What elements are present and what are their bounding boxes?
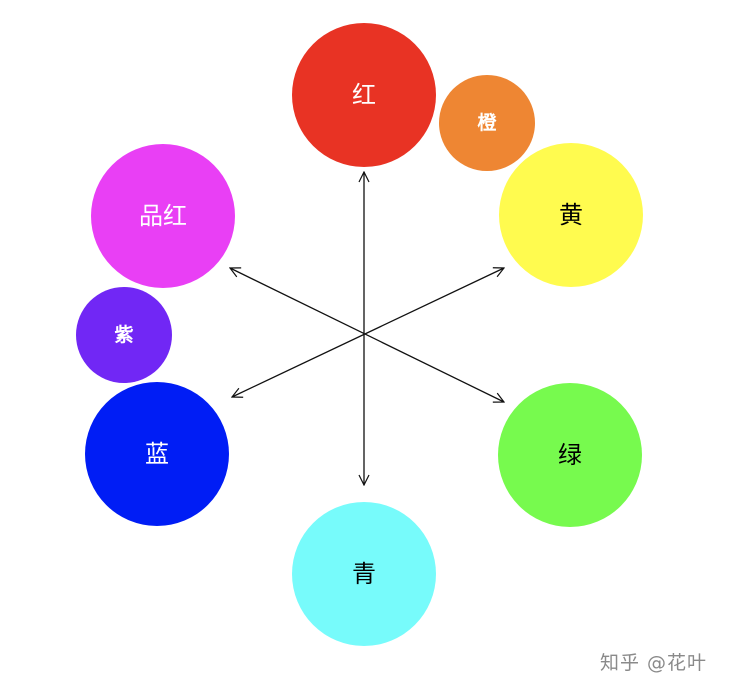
color-circle-green: 绿 bbox=[498, 383, 642, 527]
color-label-cyan: 青 bbox=[352, 560, 376, 588]
color-label-magenta: 品红 bbox=[139, 202, 187, 230]
double-arrow-yellow-blue bbox=[232, 268, 504, 397]
color-label-orange: 橙 bbox=[477, 111, 497, 134]
color-label-purple: 紫 bbox=[114, 323, 134, 346]
color-circle-blue: 蓝 bbox=[85, 382, 229, 526]
color-label-yellow: 黄 bbox=[559, 201, 583, 229]
color-label-red: 红 bbox=[352, 81, 376, 109]
color-circle-magenta: 品红 bbox=[91, 144, 235, 288]
color-circle-red: 红 bbox=[292, 23, 436, 167]
color-circle-orange: 橙 bbox=[439, 75, 535, 171]
color-circle-purple: 紫 bbox=[76, 287, 172, 383]
color-label-green: 绿 bbox=[558, 441, 582, 469]
color-label-blue: 蓝 bbox=[145, 440, 169, 468]
color-circle-cyan: 青 bbox=[292, 502, 436, 646]
watermark: 知乎 @花叶 bbox=[600, 652, 708, 674]
color-circle-yellow: 黄 bbox=[499, 143, 643, 287]
